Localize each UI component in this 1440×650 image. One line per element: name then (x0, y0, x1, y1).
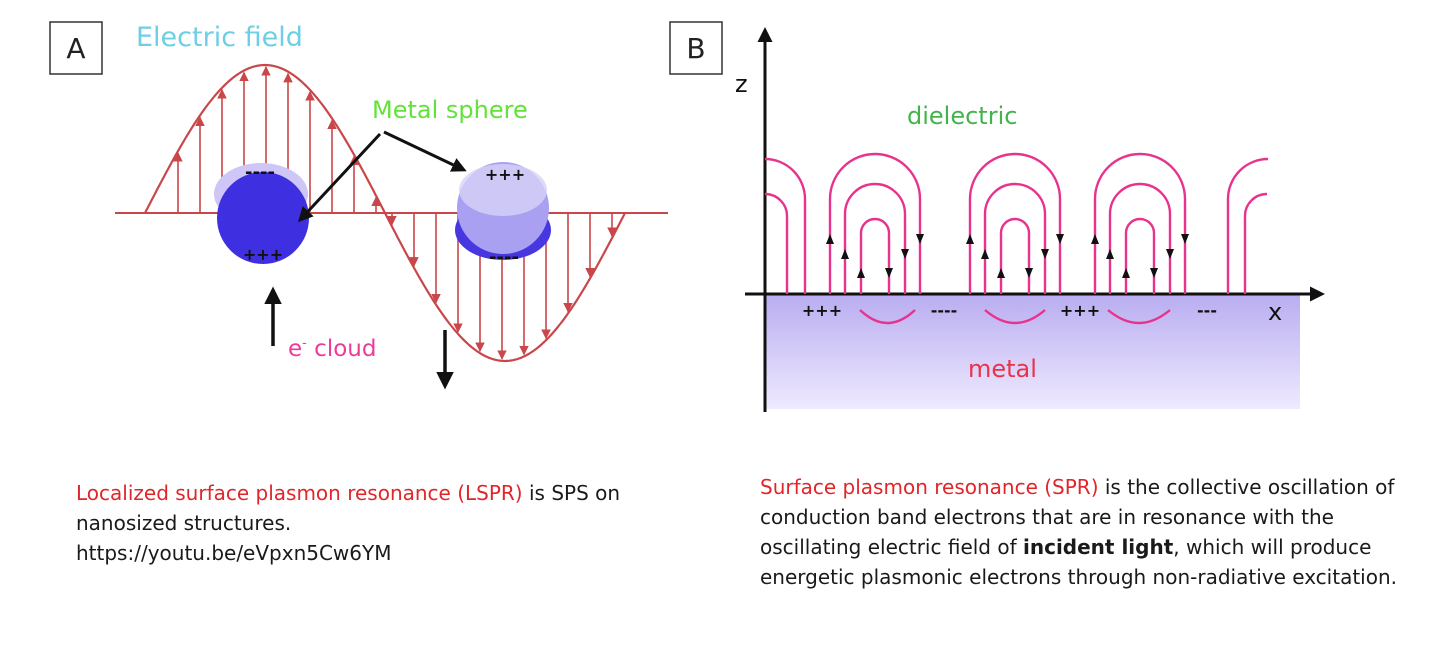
caption-spr-text-2: , which will produce energetic plasmonic… (760, 535, 1398, 589)
field-line-arrow (1025, 268, 1033, 278)
panel-b-label-box (669, 21, 723, 75)
field-line (999, 217, 1031, 294)
e-cloud-label: e- cloud (288, 336, 376, 362)
pointer-arrow-sphere-2 (383, 130, 467, 172)
sphere-2-bottom-charge: ---- (489, 247, 519, 268)
field-line-arrow (1041, 249, 1049, 259)
caption-spr-highlight: Surface plasmon resonance (SPR) (760, 475, 1099, 499)
caption-spr: Surface plasmon resonance (SPR) is the c… (760, 472, 1420, 592)
electric-field-wave (144, 63, 626, 363)
caption-spr-bold: incident light (1023, 535, 1174, 559)
caption-lspr-link[interactable]: https://youtu.be/eVpxn5Cw6YM (76, 541, 392, 565)
metal-sphere-1: ---- +++ (214, 162, 309, 264)
surface-charge-label: ---- (931, 301, 958, 320)
caption-spr-text-1: is the collective oscillation of conduct… (760, 475, 1395, 559)
caption-lspr-highlight: Localized surface plasmon resonance (LSP… (76, 481, 523, 505)
surface-charge-label: --- (1197, 301, 1217, 320)
field-line-arrow (1181, 234, 1189, 244)
surface-current-arc (1107, 309, 1171, 325)
field-line-arrow (981, 249, 989, 259)
field-line (859, 217, 891, 294)
pointer-arrow-sphere-1 (297, 132, 382, 223)
sphere-2-top-charge: +++ (485, 165, 525, 184)
surface-charges: +++ ---- +++ --- (802, 301, 1217, 320)
field-line-arrow (1056, 234, 1064, 244)
field-line (983, 182, 1047, 294)
field-line (1124, 217, 1156, 294)
field-line (1226, 157, 1269, 294)
field-line-arrow (1091, 234, 1099, 244)
metal-sphere-2: +++ ---- (455, 162, 551, 268)
field-line-arrow (1166, 249, 1174, 259)
sphere-1-bottom-charge: +++ (243, 245, 283, 264)
panel-b: B z x dielectric metal +++ ---- +++ --- (669, 21, 1325, 412)
caption-lspr-text: is SPS on nanosized structures. (76, 481, 621, 535)
sphere-2-highlight (459, 164, 547, 216)
field-line-arrow (916, 234, 924, 244)
field-line (1093, 152, 1187, 294)
metal-label: metal (968, 355, 1037, 383)
field-line-arrow (826, 234, 834, 244)
field-line-arrow (901, 249, 909, 259)
surface-current-arc (859, 309, 916, 325)
field-line-arrow (997, 268, 1005, 278)
panel-a: A Electric field ---- +++ +++ ---- Metal… (49, 21, 668, 390)
field-line (1243, 192, 1268, 294)
field-line (843, 182, 907, 294)
z-axis-label: z (735, 70, 748, 98)
metal-region (765, 294, 1300, 409)
field-line (828, 152, 922, 294)
x-axis-label: x (1268, 298, 1282, 326)
surface-charge-label: +++ (1060, 301, 1100, 320)
surface-charge-label: +++ (802, 301, 842, 320)
metal-sphere-label: Metal sphere (372, 96, 528, 124)
field-line (1108, 182, 1172, 294)
field-line (968, 152, 1062, 294)
dielectric-label: dielectric (907, 102, 1017, 130)
field-line-arrow (885, 268, 893, 278)
panel-a-label: A (66, 32, 85, 65)
panel-a-label-box (49, 21, 103, 75)
field-line-arrow (841, 249, 849, 259)
sphere-1-core (217, 172, 309, 264)
electric-field-label: Electric field (136, 22, 303, 53)
field-line-arrow (966, 234, 974, 244)
field-line (764, 192, 789, 294)
surface-current-arc (984, 309, 1046, 325)
field-line (764, 157, 807, 294)
field-lines (764, 152, 1269, 325)
panel-b-label: B (686, 32, 705, 65)
field-line-arrow (1122, 268, 1130, 278)
field-line-arrow (1106, 249, 1114, 259)
sphere-1-top-charge: ---- (245, 162, 275, 183)
field-line-arrow (857, 268, 865, 278)
caption-lspr: Localized surface plasmon resonance (LSP… (76, 478, 716, 568)
field-line-arrow (1150, 268, 1158, 278)
